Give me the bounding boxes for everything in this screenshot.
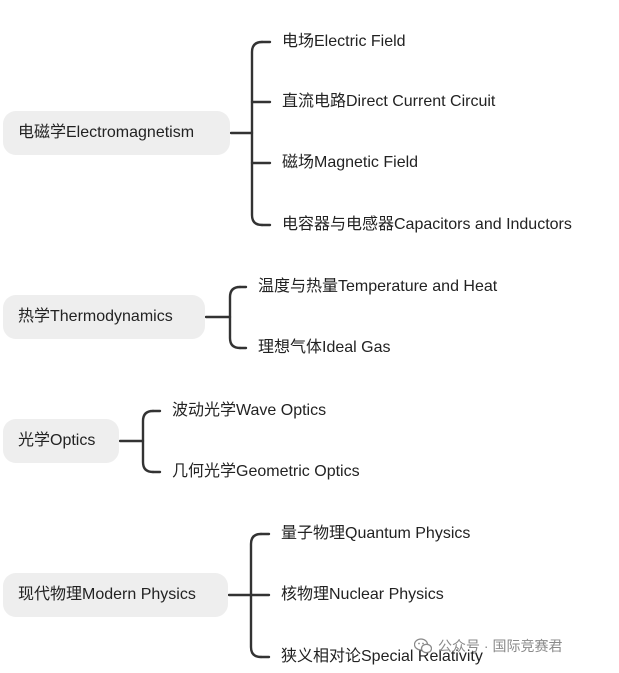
watermark-text: 公众号 · 国际竞赛君: [438, 638, 563, 654]
leaf-special-relativity: 狭义相对论Special Relativity: [281, 648, 483, 665]
leaf-dc-circuit: 直流电路Direct Current Circuit: [282, 93, 496, 110]
leaf-wave-optics: 波动光学Wave Optics: [172, 402, 327, 419]
leaf-nuclear-physics: 核物理Nuclear Physics: [281, 586, 444, 603]
connector-bracket-thermodynamics: [228, 285, 242, 350]
node-optics: 光学Optics: [3, 419, 119, 463]
leaf-quantum-physics: 量子物理Quantum Physics: [281, 525, 471, 542]
node-electromagnetism: 电磁学Electromagnetism: [3, 111, 230, 155]
leaf-temperature-heat: 温度与热量Temperature and Heat: [258, 278, 498, 295]
leaf-magnetic-field: 磁场Magnetic Field: [282, 154, 419, 171]
leaf-electric-field: 电场Electric Field: [282, 33, 406, 50]
leaf-ideal-gas: 理想气体Ideal Gas: [258, 339, 391, 356]
node-modern-physics: 现代物理Modern Physics: [3, 573, 228, 617]
node-thermodynamics: 热学Thermodynamics: [3, 295, 205, 339]
leaf-geometric-optics: 几何光学Geometric Optics: [172, 463, 360, 480]
connector-bracket-electromagnetism: [250, 40, 264, 227]
leaf-capacitors-inductors: 电容器与电感器Capacitors and Inductors: [282, 216, 572, 233]
watermark: 公众号 · 国际竞赛君: [414, 636, 562, 656]
wechat-icon: [414, 638, 432, 654]
connector-bracket-optics: [141, 409, 155, 474]
